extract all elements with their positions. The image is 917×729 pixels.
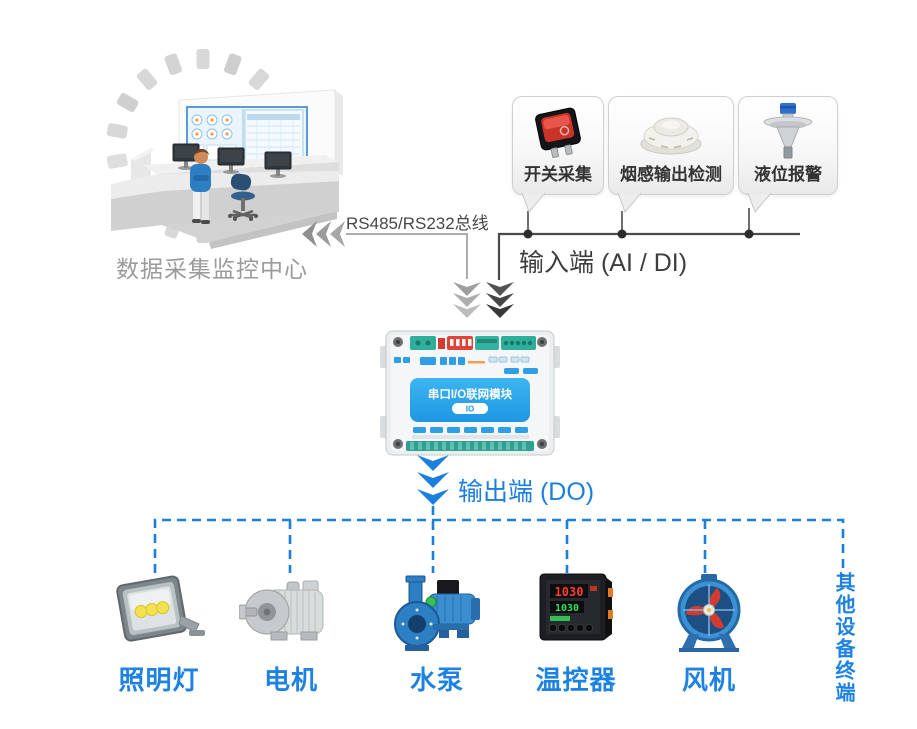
indicator-labels-bottom <box>412 427 529 439</box>
device-label: 水泵 <box>409 665 464 695</box>
smoke-detector-icon <box>640 117 702 155</box>
junction-dot <box>617 229 627 239</box>
bubble-tail <box>617 193 642 213</box>
do-dashed-network <box>153 506 845 577</box>
device-water-pump: 水泵 <box>375 566 499 697</box>
io-module-illustration: 串口I/O联网模块 IO <box>380 330 560 456</box>
indicator-labels-top <box>394 356 538 374</box>
sensor-bubble-smoke: 烟感输出检测 <box>608 96 734 213</box>
office-chair <box>228 173 258 221</box>
corner-screws <box>393 337 547 449</box>
input-side-label: 输入端 (AI / DI) <box>519 249 688 277</box>
temperature-controller-icon: 1030 1030 <box>539 573 613 641</box>
sensor-bubble-switch: 开关采集 <box>512 96 604 213</box>
down-arrows-gray-icon <box>453 282 481 318</box>
device-label: 电机 <box>263 665 318 695</box>
top-terminal-blocks <box>410 336 536 350</box>
module-title: 串口I/O联网模块 <box>428 387 513 401</box>
temp-display-bottom: 1030 <box>555 603 579 614</box>
fan-icon <box>677 574 741 652</box>
left-arrows-icon <box>302 221 345 247</box>
sensor-bubble-level: 液位报警 <box>738 96 838 213</box>
floodlight-icon <box>116 575 205 642</box>
bubble-tail <box>521 193 546 213</box>
operator-person <box>190 148 211 224</box>
temp-display-top: 1030 <box>555 585 584 599</box>
output-side-label: 输出端 (DO) <box>458 478 595 506</box>
motor-icon <box>239 580 324 641</box>
module-front-panel <box>410 378 530 422</box>
input-bus-line <box>486 208 800 318</box>
bubble-tail <box>747 193 772 213</box>
device-motor: 电机 <box>229 568 353 697</box>
sensor-label: 烟感输出检测 <box>620 165 722 184</box>
junction-dot <box>523 229 533 239</box>
level-sensor-icon <box>763 103 813 159</box>
device-label: 温控器 <box>535 665 617 695</box>
monitoring-center-illustration <box>106 49 343 249</box>
junction-dot <box>744 229 754 239</box>
device-label: 照明灯 <box>118 665 200 695</box>
output-arrows-icon <box>417 455 449 505</box>
device-fan: 风机 <box>647 568 771 697</box>
rs485-bus-label: RS485/RS232总线 <box>346 214 489 233</box>
device-temp-controller: 1030 1030 温控器 <box>514 568 638 697</box>
module-badge: IO <box>466 405 474 414</box>
device-floodlight: 照明灯 <box>97 568 221 697</box>
sensor-label: 液位报警 <box>754 165 822 184</box>
bottom-terminal-strip <box>406 441 534 451</box>
other-terminal-label: 其他设备终端 <box>832 572 854 704</box>
monitoring-center-label: 数据采集监控中心 <box>116 256 308 282</box>
desk-monitors <box>172 143 292 178</box>
device-label: 风机 <box>681 665 736 695</box>
rocker-switch-icon <box>535 107 581 159</box>
rs485-bus-line <box>302 221 481 318</box>
water-pump-icon <box>394 575 480 651</box>
sensor-label: 开关采集 <box>524 165 592 184</box>
down-arrows-dark-icon <box>486 282 514 318</box>
